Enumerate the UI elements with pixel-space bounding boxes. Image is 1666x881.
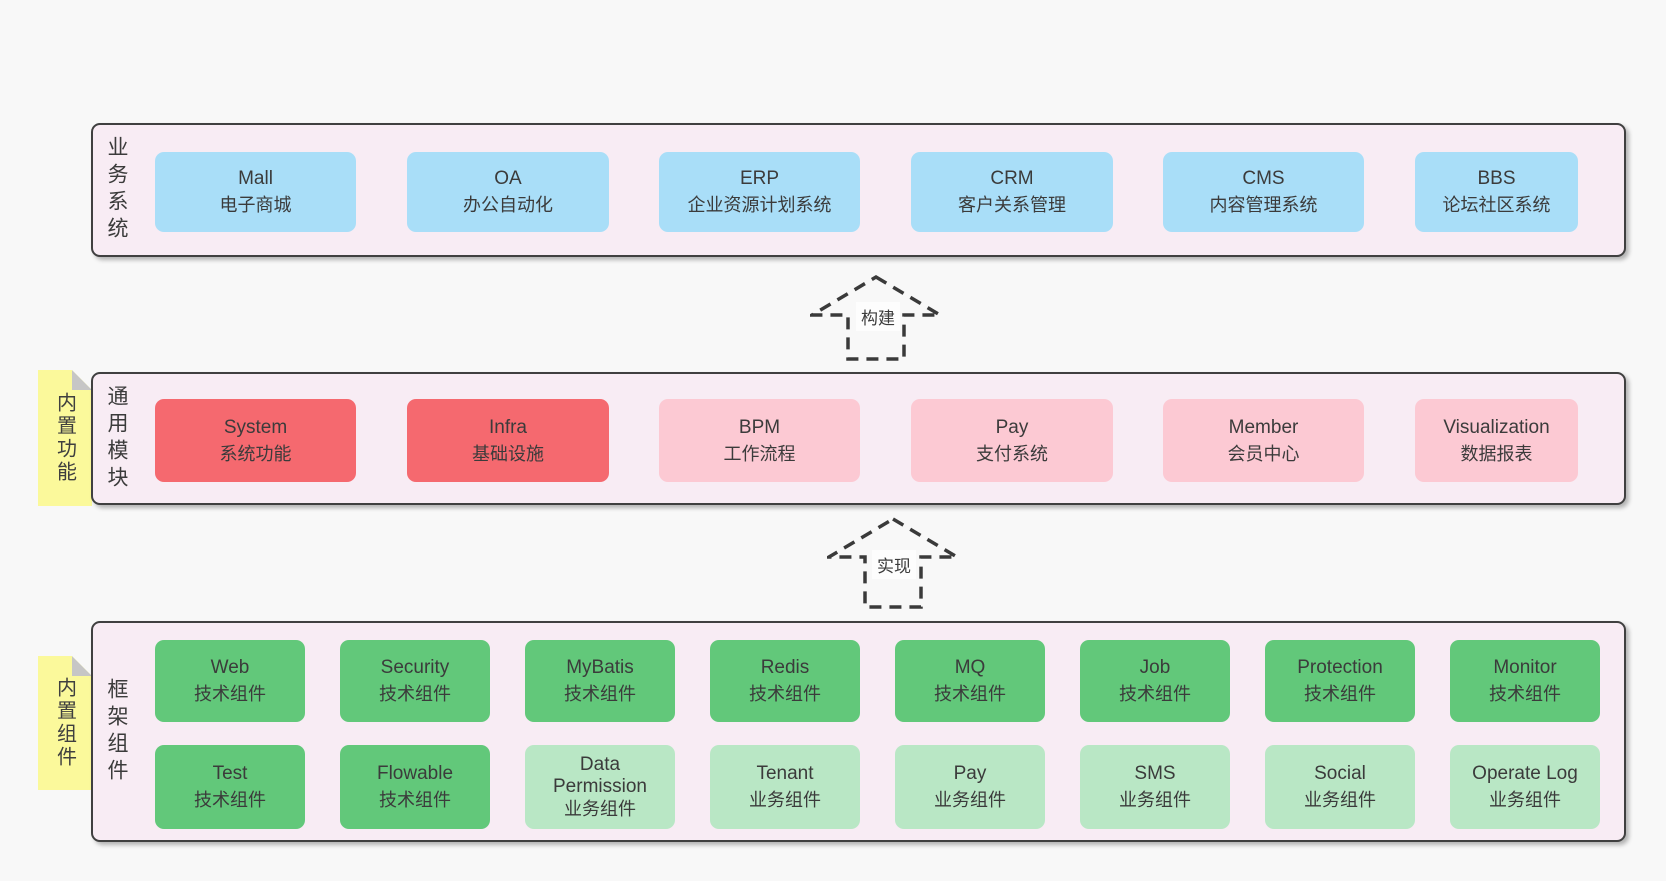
box-title: Operate Log [1472, 763, 1578, 784]
box-subtitle: 会员中心 [1227, 443, 1300, 464]
box-subtitle: 电子商城 [219, 195, 292, 215]
box-subtitle: 工作流程 [723, 443, 796, 464]
box-title: Security [380, 657, 450, 678]
box-social: Social 业务组件 [1265, 745, 1415, 829]
box-pay-component: Pay 业务组件 [895, 745, 1045, 829]
box-title: MQ [954, 657, 986, 678]
box-title: ERP [739, 168, 780, 189]
box-subtitle: 技术组件 [1119, 684, 1191, 704]
box-subtitle: 客户关系管理 [958, 195, 1066, 215]
box-subtitle: 技术组件 [1304, 684, 1376, 704]
arrow-label-implement: 实现 [872, 550, 916, 579]
box-redis: Redis 技术组件 [710, 640, 860, 722]
sticky-note-built-in-features: 内置功能 [38, 370, 92, 506]
box-title: MyBatis [566, 657, 634, 678]
layer-business-systems: 业务系统 Mall 电子商城 OA 办公自动化 ERP 企业资源计划系统 CRM… [91, 123, 1626, 257]
box-crm: CRM 客户关系管理 [911, 152, 1113, 232]
box-title: Web [210, 657, 250, 678]
box-oa: OA 办公自动化 [407, 152, 609, 232]
box-title: Job [1139, 657, 1171, 678]
box-title: SMS [1134, 763, 1176, 784]
box-data-permission: Data Permission 业务组件 [525, 745, 675, 829]
box-subtitle: 基础设施 [472, 443, 544, 464]
folded-corner-icon [72, 370, 92, 390]
sticky-note-built-in-components: 内置组件 [38, 656, 92, 790]
box-title: Protection [1297, 657, 1383, 678]
box-title: Redis [760, 657, 810, 678]
layer-label-common-modules: 通用模块 [105, 384, 128, 493]
box-title: Flowable [376, 763, 454, 784]
box-subtitle: 业务组件 [934, 790, 1006, 810]
box-mq: MQ 技术组件 [895, 640, 1045, 722]
box-title: System [223, 416, 288, 438]
box-title: CMS [1242, 168, 1285, 189]
box-subtitle: 数据报表 [1460, 443, 1533, 464]
box-bbs: BBS 论坛社区系统 [1415, 152, 1578, 232]
box-subtitle: 技术组件 [564, 684, 636, 704]
box-subtitle: 业务组件 [1304, 790, 1376, 810]
box-erp: ERP 企业资源计划系统 [659, 152, 860, 232]
box-system: System 系统功能 [155, 399, 356, 482]
box-job: Job 技术组件 [1080, 640, 1230, 722]
box-title: Infra [488, 416, 528, 438]
box-subtitle: 技术组件 [379, 790, 451, 810]
arrow-label-build: 构建 [856, 302, 900, 331]
box-title: BPM [738, 416, 781, 438]
box-title: BBS [1477, 168, 1516, 189]
layer-label-business-systems: 业务系统 [105, 136, 128, 244]
box-monitor: Monitor 技术组件 [1450, 640, 1600, 722]
box-title: Monitor [1493, 657, 1557, 678]
box-visualization: Visualization 数据报表 [1415, 399, 1578, 482]
box-title: CRM [990, 168, 1034, 189]
box-subtitle: 业务组件 [749, 790, 821, 810]
box-subtitle: 业务组件 [564, 799, 636, 819]
box-title: Visualization [1443, 416, 1550, 438]
box-title: Pay [995, 416, 1029, 438]
box-subtitle: 办公自动化 [463, 195, 553, 215]
layer-label-framework-components: 框架组件 [105, 677, 128, 786]
box-title: Social [1314, 763, 1366, 784]
arrow-up-build-icon [810, 274, 942, 361]
box-subtitle: 技术组件 [194, 790, 266, 810]
box-title: Member [1228, 416, 1299, 438]
box-subtitle: 内容管理系统 [1209, 195, 1318, 215]
box-cms: CMS 内容管理系统 [1163, 152, 1364, 232]
box-security: Security 技术组件 [340, 640, 490, 722]
box-web: Web 技术组件 [155, 640, 305, 722]
box-mybatis: MyBatis 技术组件 [525, 640, 675, 722]
box-title: Test [212, 763, 248, 784]
box-operate-log: Operate Log 业务组件 [1450, 745, 1600, 829]
box-pay-module: Pay 支付系统 [911, 399, 1113, 482]
box-subtitle: 业务组件 [1119, 790, 1191, 810]
box-tenant: Tenant 业务组件 [710, 745, 860, 829]
box-subtitle: 企业资源计划系统 [687, 195, 832, 215]
box-sms: SMS 业务组件 [1080, 745, 1230, 829]
box-subtitle: 技术组件 [934, 684, 1006, 704]
box-subtitle: 业务组件 [1489, 790, 1561, 810]
box-title: Tenant [756, 763, 814, 784]
box-title: Mall [238, 168, 273, 189]
box-mall: Mall 电子商城 [155, 152, 356, 232]
box-subtitle: 技术组件 [379, 684, 451, 704]
box-flowable: Flowable 技术组件 [340, 745, 490, 829]
box-member: Member 会员中心 [1163, 399, 1364, 482]
box-title: OA [494, 168, 522, 189]
box-subtitle: 技术组件 [194, 684, 266, 704]
box-protection: Protection 技术组件 [1265, 640, 1415, 722]
box-subtitle: 技术组件 [1489, 684, 1561, 704]
box-title: Pay [953, 763, 987, 784]
layer-common-modules: 通用模块 System 系统功能 Infra 基础设施 BPM 工作流程 Pay… [91, 372, 1626, 505]
layer-framework-components: 框架组件 Web 技术组件 Security 技术组件 MyBatis 技术组件… [91, 621, 1626, 842]
box-subtitle: 技术组件 [749, 684, 821, 704]
box-title: Data Permission [553, 754, 647, 797]
box-bpm: BPM 工作流程 [659, 399, 860, 482]
box-test: Test 技术组件 [155, 745, 305, 829]
box-infra: Infra 基础设施 [407, 399, 609, 482]
folded-corner-icon [72, 656, 92, 676]
box-subtitle: 论坛社区系统 [1442, 195, 1551, 215]
arrow-up-implement-icon [827, 516, 959, 609]
box-subtitle: 支付系统 [976, 443, 1048, 464]
box-subtitle: 系统功能 [219, 443, 292, 464]
